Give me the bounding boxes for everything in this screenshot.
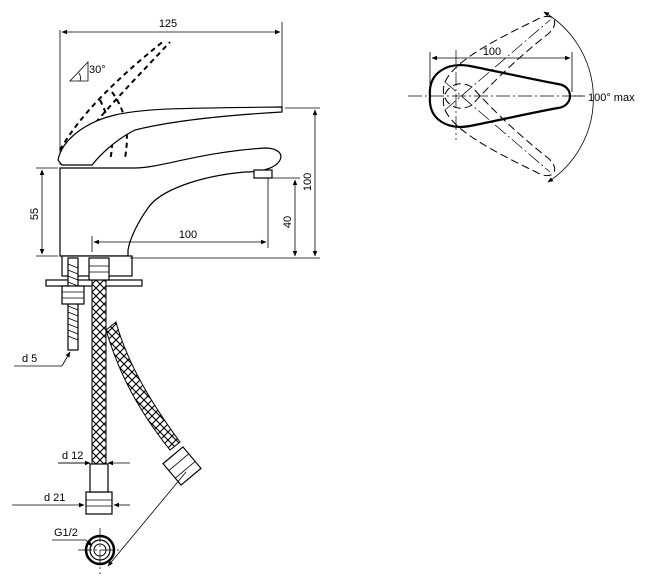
dim-spout-reach: 100 [91, 178, 269, 252]
side-view: 125 30° 40 100 [12, 18, 320, 574]
dim-stud-diameter: d 5 [14, 351, 71, 367]
dim-overall-length: 125 [59, 18, 283, 165]
body-height-label: 55 [29, 208, 41, 220]
handle-top-outline [428, 64, 572, 128]
total-height-label: 100 [302, 173, 314, 191]
rotation-label: 100° max [588, 92, 635, 104]
lever-angle-label: 30° [89, 64, 106, 76]
raised-lever-outline [59, 39, 171, 161]
dim-handle-length: 100 [429, 46, 573, 92]
dim-lever-angle: 30° [69, 60, 106, 82]
nut-diameter-label: d 21 [44, 492, 65, 504]
rotation-arc [543, 11, 594, 183]
overall-length-label: 125 [159, 18, 177, 30]
aerator [253, 169, 273, 179]
spout-reach-label: 100 [179, 229, 197, 241]
thread-label: G1/2 [54, 527, 78, 539]
top-view: 100° max 100 [408, 11, 635, 183]
dim-body-height: 55 [29, 167, 58, 257]
stud-diameter-label: d 5 [22, 353, 37, 365]
spout-height-label: 40 [282, 216, 294, 228]
lever-handle [57, 106, 283, 166]
dim-heights: 40 100 [130, 107, 320, 259]
curved-hose-nut [162, 446, 202, 486]
dim-hose-diameter: d 12 [58, 450, 130, 466]
handle-length-label: 100 [483, 46, 501, 58]
curved-hose [105, 321, 181, 451]
threaded-stud [61, 257, 85, 351]
thread-fitting: G1/2 [52, 471, 187, 574]
dim-nut-diameter: d 21 [12, 492, 130, 508]
straight-hose [85, 257, 113, 515]
hose-diameter-label: d 12 [62, 450, 83, 462]
